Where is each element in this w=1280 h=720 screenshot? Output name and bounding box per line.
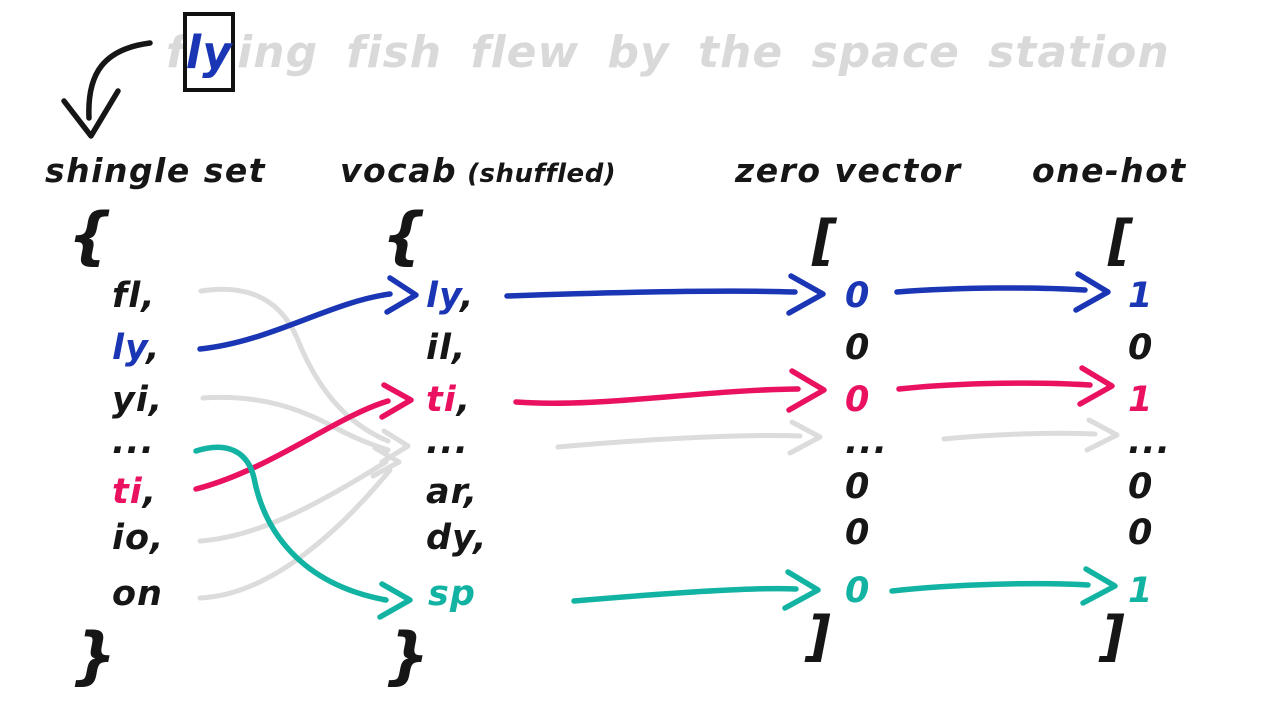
onehot-value: 0 xyxy=(1128,513,1154,553)
onehot-value: 1 xyxy=(1128,571,1154,611)
vocab-open-brace: { xyxy=(382,199,427,272)
arrow-gray-yi-to-vocab-dots xyxy=(200,394,391,453)
vocab-item: dy, xyxy=(426,518,488,558)
shingle-item: ly, xyxy=(112,328,161,368)
shingle-item: io, xyxy=(112,518,165,558)
vocab-item: ly, xyxy=(426,276,475,316)
shingle-item: ti, xyxy=(112,472,158,512)
column-title-zero-vector: zero vector xyxy=(735,151,962,190)
vocab-title-text: vocab xyxy=(340,151,458,190)
zero-vector-value: 0 xyxy=(845,513,871,553)
vocab-item-ellipsis: ... xyxy=(426,422,469,462)
zero-close-bracket: ] xyxy=(806,605,831,668)
highlight-box: ly xyxy=(183,12,236,92)
sentence-suffix: ing fish flew by the space station xyxy=(237,26,1170,78)
zero-vector-value: 0 xyxy=(845,276,871,316)
onehot-value: 0 xyxy=(1128,467,1154,507)
zero-vector-value: 0 xyxy=(845,328,871,368)
intro-arrow xyxy=(61,40,153,139)
arrow-teal-vocab-to-zero xyxy=(571,569,821,611)
shingle-close-brace: } xyxy=(72,619,117,692)
shingle-open-brace: { xyxy=(68,199,113,272)
onehot-value: 1 xyxy=(1128,380,1154,420)
shingle-item: on xyxy=(112,574,163,614)
vocab-title-note: (shuffled) xyxy=(467,159,617,189)
vocab-item: ar, xyxy=(426,472,479,512)
onehot-ellipsis: ... xyxy=(1128,422,1171,462)
column-title-one-hot: one-hot xyxy=(1032,151,1187,190)
arrow-gray-vocab-to-zero xyxy=(555,419,823,456)
vocab-item: sp xyxy=(428,574,476,614)
vocab-item: ti, xyxy=(426,380,472,420)
zero-vector-value: 0 xyxy=(845,380,871,420)
vocab-item: il, xyxy=(426,328,467,368)
sentence-prefix: f xyxy=(166,26,187,78)
arrow-teal-dots-to-vocab-sp xyxy=(193,444,413,620)
shingle-item: fl, xyxy=(112,276,156,316)
gray-fan-arrowheads xyxy=(370,428,411,479)
zero-vector-ellipsis: ... xyxy=(845,422,888,462)
zero-vector-value: 0 xyxy=(845,467,871,507)
arrow-gray-on-to-vocab-dots xyxy=(197,467,393,601)
highlighted-shingle: ly xyxy=(185,25,233,79)
arrow-blue-ly-to-vocab xyxy=(197,275,419,352)
arrow-blue-zero-to-onehot xyxy=(894,271,1111,313)
arrow-gray-fl-to-vocab-dots xyxy=(198,286,391,444)
shingle-item-ellipsis: ... xyxy=(112,422,155,462)
arrow-blue-vocab-to-zero xyxy=(504,273,826,316)
column-title-vocab: vocab (shuffled) xyxy=(340,151,617,190)
arrow-pink-ti-to-vocab xyxy=(193,382,414,492)
arrow-gray-io-to-vocab-dots xyxy=(197,459,389,544)
zero-open-bracket: [ xyxy=(812,209,837,272)
column-title-shingle-set: shingle set xyxy=(45,151,267,190)
arrow-pink-zero-to-onehot xyxy=(896,365,1115,407)
arrow-gray-zero-to-onehot xyxy=(941,417,1120,453)
onehot-value: 0 xyxy=(1128,328,1154,368)
vocab-close-brace: } xyxy=(385,619,430,692)
onehot-value: 1 xyxy=(1128,276,1154,316)
shingle-item: yi, xyxy=(112,380,164,420)
onehot-close-bracket: ] xyxy=(1100,605,1125,668)
zero-vector-value: 0 xyxy=(845,571,871,611)
onehot-open-bracket: [ xyxy=(1108,209,1133,272)
arrow-pink-vocab-to-zero xyxy=(513,368,827,413)
arrow-teal-zero-to-onehot xyxy=(889,566,1118,606)
